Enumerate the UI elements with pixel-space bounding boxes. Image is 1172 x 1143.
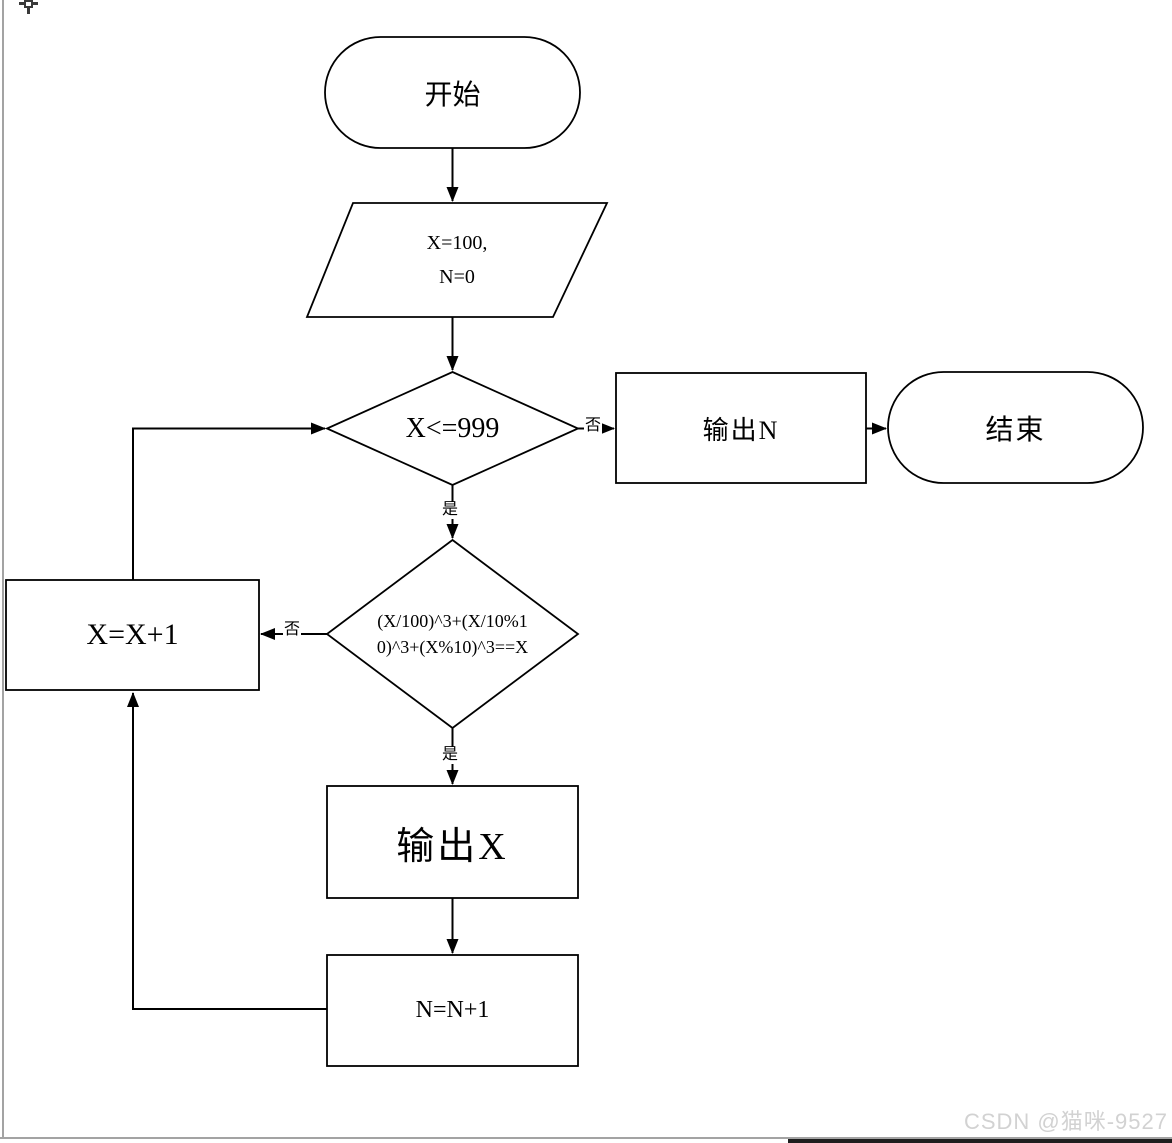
- edge-ninc-to-xinc-loop: [127, 692, 327, 1010]
- init-io-shape: [305, 202, 609, 318]
- end-terminator-shape: [887, 371, 1144, 484]
- cond-range-decision-shape: [324, 371, 581, 486]
- csdn-watermark: CSDN @猫咪-9527: [963, 1109, 1168, 1134]
- selection-handle-stem: [27, 6, 30, 14]
- page-border-bottom: [0, 1137, 1172, 1139]
- cond-cube-decision-shape: [325, 538, 580, 730]
- output-n-process-shape: [615, 372, 867, 484]
- start-terminator-shape: [324, 36, 581, 149]
- edge-xinc-to-cond1-loop: [132, 422, 326, 580]
- output-x-process-shape: [326, 785, 579, 899]
- page-border-left: [2, 0, 4, 1139]
- x-increment-process-shape: [5, 579, 260, 691]
- bottom-edge-dark-bar: [788, 1139, 1172, 1143]
- n-increment-process-shape: [326, 954, 579, 1067]
